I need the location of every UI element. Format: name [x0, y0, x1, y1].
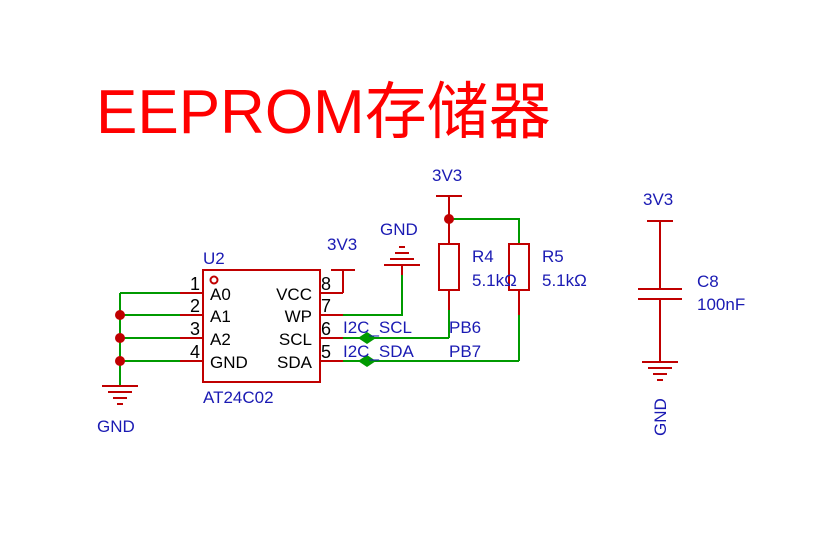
sda-port-label: PB7 [449, 342, 481, 361]
junction-gnd [115, 356, 125, 366]
capacitor-c8 [638, 221, 682, 362]
pin-name-vcc: VCC [276, 285, 312, 304]
pin-num-8: 8 [321, 274, 331, 294]
pin-name-a0: A0 [210, 285, 231, 304]
pin-num-6: 6 [321, 319, 331, 339]
ic-part: AT24C02 [203, 388, 274, 407]
vcc-label-chip: 3V3 [327, 235, 357, 254]
gnd-symbol-cap [642, 361, 678, 381]
vcc-label-cap: 3V3 [643, 190, 673, 209]
wire-wp [343, 275, 403, 316]
gnd-symbol-top [384, 246, 420, 275]
pin-num-1: 1 [190, 274, 200, 294]
pin-num-2: 2 [190, 296, 200, 316]
pin-name-wp: WP [285, 307, 312, 326]
r5-value: 5.1kΩ [542, 271, 587, 290]
pin-name-gnd: GND [210, 353, 248, 372]
gnd-label-left: GND [97, 417, 135, 436]
wire-pullup-bus [449, 218, 520, 244]
r5-ref: R5 [542, 247, 564, 266]
pin-name-a1: A1 [210, 307, 231, 326]
gnd-symbol-left [102, 385, 138, 405]
pin-num-3: 3 [190, 319, 200, 339]
gnd-label-top: GND [380, 220, 418, 239]
c8-value: 100nF [697, 295, 745, 314]
pin-name-scl: SCL [279, 330, 312, 349]
pin1-marker [209, 275, 219, 285]
resistor-r4 [438, 243, 460, 310]
pin-name-sda: SDA [277, 353, 313, 372]
sda-net-marker [358, 355, 376, 367]
pin-num-7: 7 [321, 296, 331, 316]
r4-ref: R4 [472, 247, 494, 266]
pin-num-4: 4 [190, 342, 200, 362]
junction-pullup [444, 214, 454, 224]
r4-value: 5.1kΩ [472, 271, 517, 290]
scl-net-label: I2C_SCL [343, 318, 412, 337]
sda-net-label: I2C_SDA [343, 342, 415, 361]
scl-port-label: PB6 [449, 318, 481, 337]
scl-net-marker [358, 332, 376, 344]
c8-ref: C8 [697, 272, 719, 291]
pin-name-a2: A2 [210, 330, 231, 349]
pin-num-5: 5 [321, 342, 331, 362]
junction-a1 [115, 310, 125, 320]
resistor-r5 [508, 243, 530, 315]
junction-a2 [115, 333, 125, 343]
ic-ref: U2 [203, 249, 225, 268]
vcc-label-pullup: 3V3 [432, 166, 462, 185]
ic-body [202, 269, 321, 383]
page-title: EEPROM存储器 [96, 78, 551, 147]
gnd-label-cap: GND [651, 398, 670, 436]
